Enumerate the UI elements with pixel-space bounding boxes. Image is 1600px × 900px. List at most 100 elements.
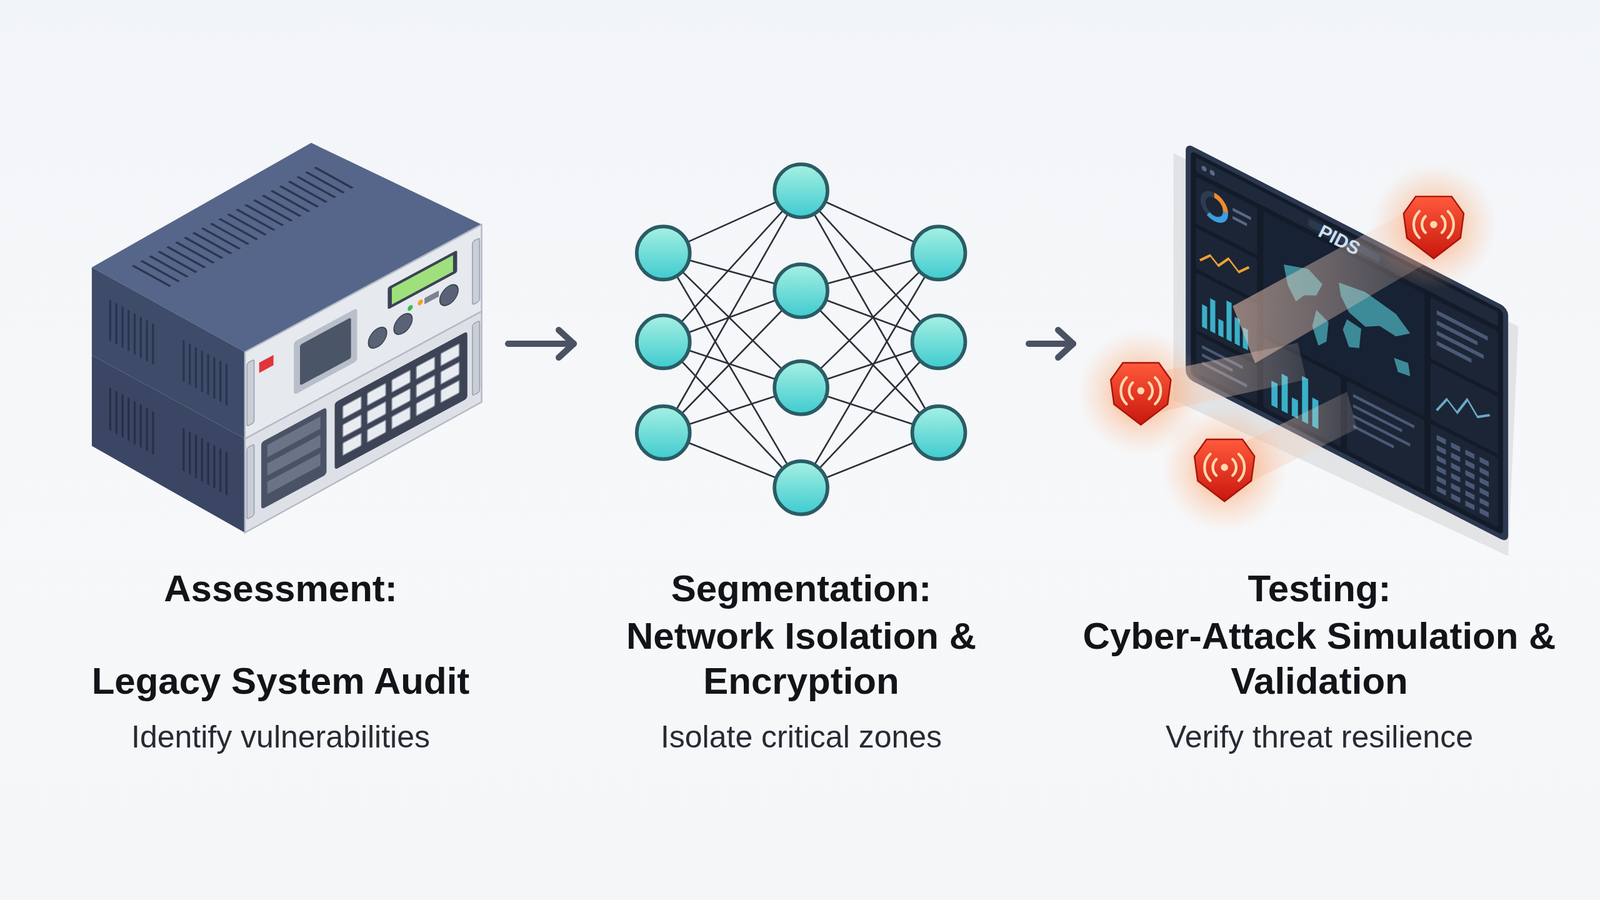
illustration-part bbox=[416, 375, 435, 397]
illustration-part bbox=[206, 354, 210, 395]
illustration-part bbox=[139, 316, 142, 358]
arrow-shaft bbox=[508, 340, 574, 347]
arrow-shaft bbox=[1028, 340, 1074, 347]
illustration-part bbox=[1465, 490, 1475, 500]
stage-column: Assessment:Legacy System AuditIdentify v… bbox=[55, 125, 506, 775]
illustration-part bbox=[1451, 483, 1461, 494]
illustration-part bbox=[1210, 298, 1215, 334]
illustration-part bbox=[300, 317, 352, 386]
illustration-part bbox=[132, 167, 353, 287]
illustration-part bbox=[1161, 406, 1288, 533]
illustration-part bbox=[1120, 377, 1127, 404]
dashboard-illustration bbox=[1077, 143, 1519, 557]
illustration-part bbox=[213, 357, 216, 399]
stage-column: Segmentation:Network Isolation & Encrypt… bbox=[576, 125, 1027, 775]
illustration-part bbox=[1077, 163, 1497, 533]
illustration-part bbox=[367, 383, 386, 405]
illustration-part bbox=[246, 320, 480, 520]
illustration-part bbox=[115, 303, 118, 344]
illustration-part bbox=[193, 232, 231, 254]
illustration-part bbox=[246, 443, 254, 519]
illustration-part bbox=[297, 176, 335, 198]
stage-column: Testing:Cyber-Attack Simulation & Valida… bbox=[1075, 125, 1564, 775]
illustration-part bbox=[1393, 355, 1410, 379]
illustration-part bbox=[151, 411, 155, 455]
illustration-part bbox=[1185, 143, 1509, 544]
illustration-part bbox=[1479, 487, 1489, 498]
illustration-part bbox=[225, 364, 229, 405]
illustration-part bbox=[213, 445, 216, 489]
illustration-part bbox=[280, 186, 318, 207]
illustration-part bbox=[150, 256, 188, 277]
illustration-part bbox=[343, 396, 362, 419]
illustration-part bbox=[1291, 397, 1299, 419]
illustration-part bbox=[1204, 454, 1210, 481]
illustration-part bbox=[1465, 459, 1475, 470]
illustration-part bbox=[1436, 485, 1447, 496]
illustration-part bbox=[391, 406, 410, 429]
illustration-part bbox=[424, 290, 439, 305]
illustration-part bbox=[271, 190, 309, 212]
illustration-part bbox=[182, 340, 185, 382]
illustration-part bbox=[132, 265, 170, 287]
illustration-part bbox=[1218, 318, 1224, 338]
illustration-part bbox=[1129, 382, 1134, 399]
illustration-part bbox=[182, 428, 185, 472]
illustration-part bbox=[1413, 211, 1420, 238]
network-graph bbox=[636, 164, 966, 515]
illustration-part bbox=[663, 290, 801, 433]
illustration-part bbox=[391, 388, 410, 411]
illustration-part bbox=[1479, 456, 1489, 467]
illustration-part bbox=[1436, 341, 1472, 364]
illustration-part bbox=[228, 213, 266, 235]
arrow-head bbox=[1058, 330, 1074, 358]
illustration-part bbox=[1403, 196, 1464, 259]
illustration-part bbox=[1201, 165, 1207, 173]
stage-title: Network Isolation & Encryption bbox=[576, 613, 1027, 704]
illustration-part bbox=[133, 401, 137, 445]
illustration-part bbox=[1479, 508, 1489, 519]
illustration-part bbox=[416, 393, 435, 416]
illustration-part bbox=[188, 431, 192, 475]
illustration-part bbox=[236, 209, 275, 230]
illustration-part bbox=[206, 441, 210, 485]
illustration-part bbox=[254, 200, 292, 221]
illustration-part bbox=[210, 223, 249, 244]
illustration-part bbox=[912, 226, 966, 280]
illustration-part bbox=[1343, 317, 1362, 354]
illustration-part bbox=[200, 438, 204, 482]
illustration-part bbox=[108, 300, 112, 341]
illustration-part bbox=[636, 406, 690, 460]
illustration-part bbox=[343, 343, 460, 456]
illustration-part bbox=[195, 347, 198, 389]
illustration-part bbox=[1451, 441, 1461, 452]
illustration-part bbox=[200, 350, 204, 392]
illustration-part bbox=[1346, 380, 1425, 490]
illustration-part bbox=[1436, 475, 1447, 486]
illustration-part bbox=[1451, 472, 1461, 483]
illustration-part bbox=[188, 343, 192, 385]
illustration-part bbox=[912, 315, 966, 369]
illustration-part bbox=[91, 267, 245, 439]
illustration-part bbox=[151, 323, 155, 365]
illustration-part bbox=[1451, 493, 1461, 504]
illustration-part bbox=[774, 164, 828, 218]
illustration-part bbox=[1436, 445, 1447, 455]
illustration-part bbox=[1155, 377, 1161, 404]
illustration-part bbox=[440, 343, 459, 366]
illustration-part bbox=[407, 303, 413, 312]
illustration-part bbox=[1430, 220, 1437, 228]
stage-text-group: Cyber-Attack Simulation & ValidationVeri… bbox=[1075, 613, 1564, 757]
illustration-part bbox=[145, 408, 149, 452]
illustration-part bbox=[261, 406, 327, 510]
illustration-part bbox=[912, 406, 966, 460]
illustration-part bbox=[245, 204, 284, 225]
illustration-part bbox=[1173, 153, 1519, 557]
illustration-part bbox=[368, 323, 387, 352]
illustration-part bbox=[262, 195, 300, 217]
flow-arrow bbox=[508, 330, 574, 358]
illustration-part bbox=[367, 401, 386, 424]
illustration-part bbox=[1479, 466, 1489, 477]
illustration-part bbox=[121, 394, 124, 438]
